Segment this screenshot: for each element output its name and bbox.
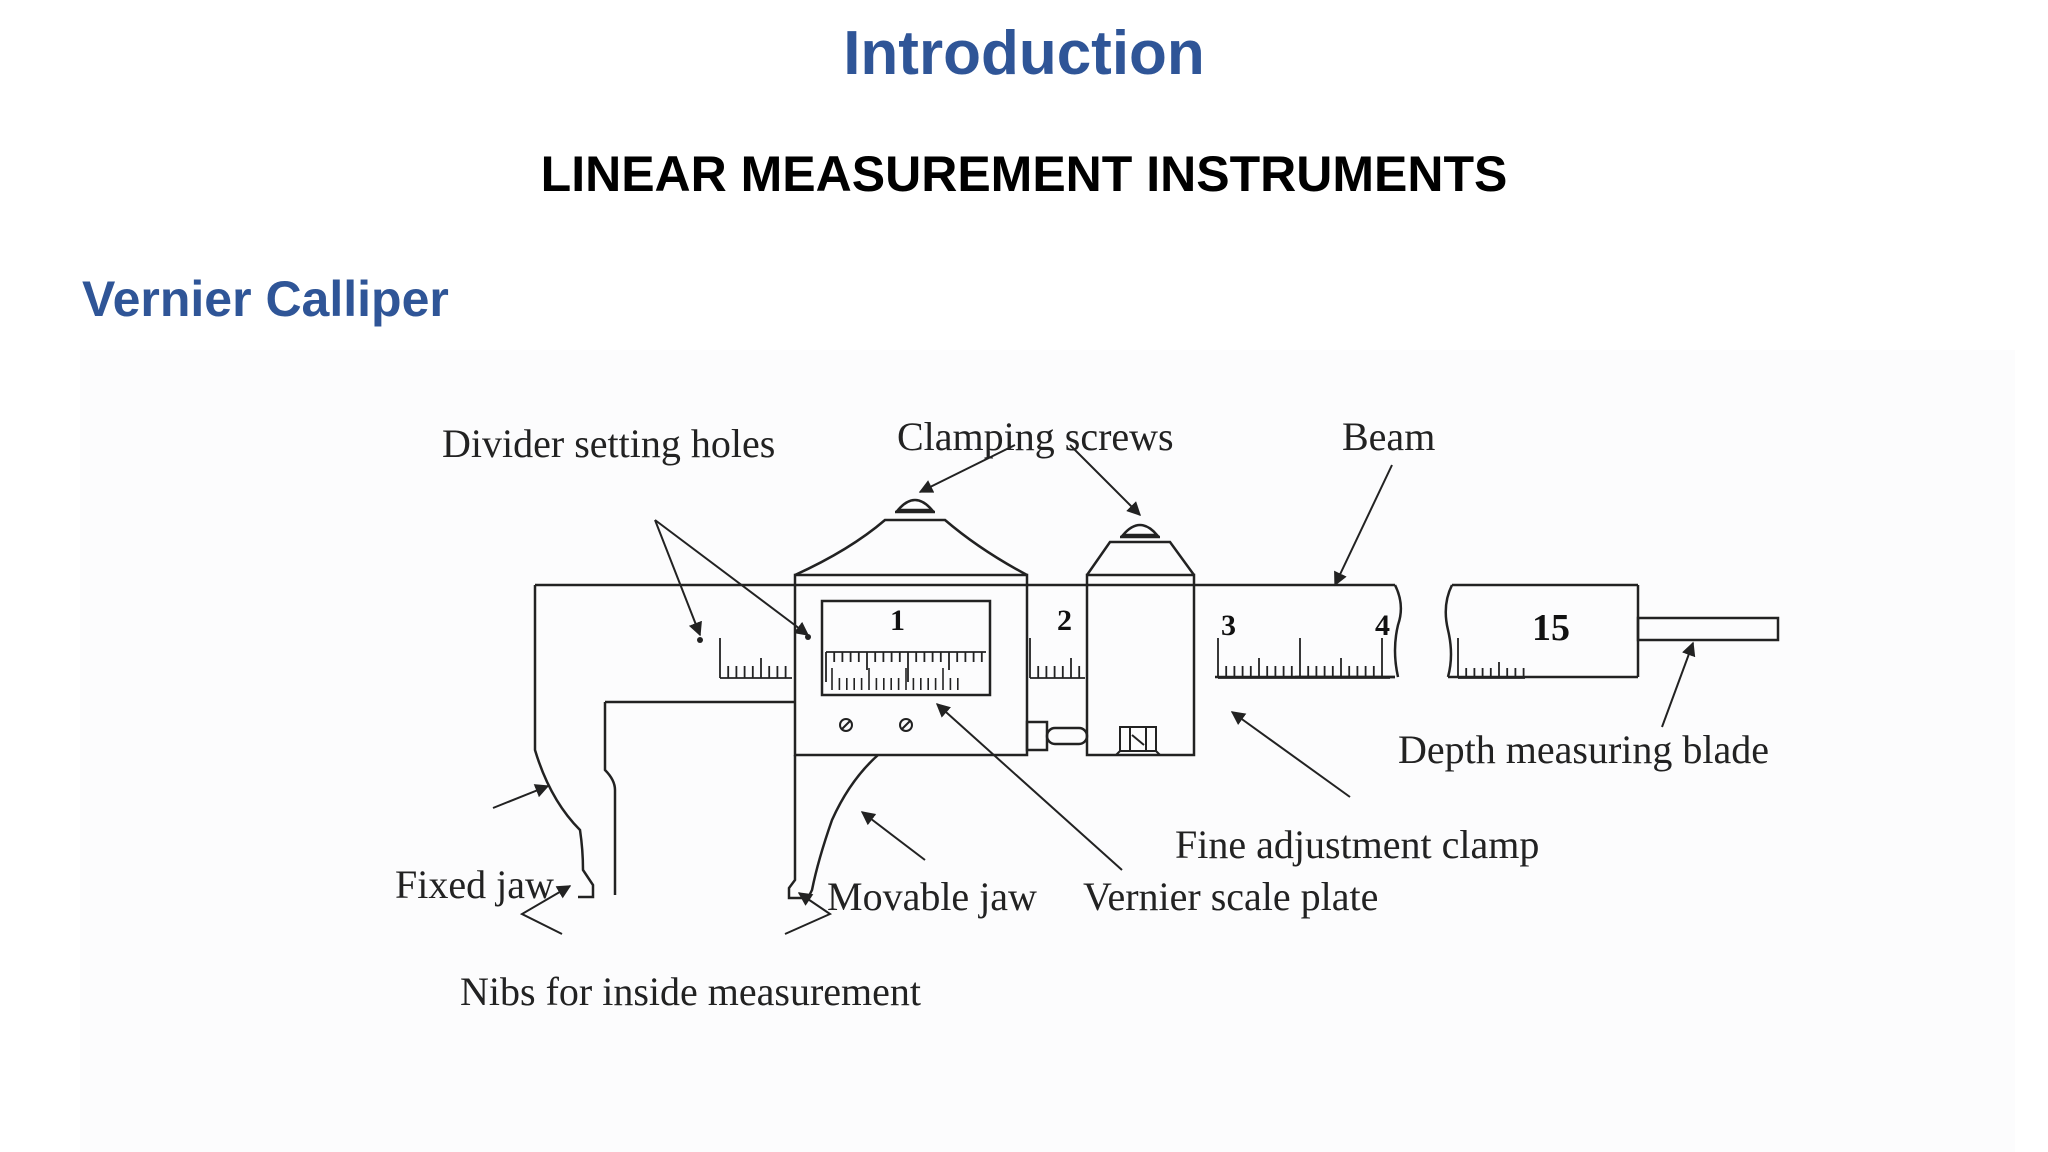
- main-scale-far-right: [1457, 638, 1525, 679]
- label-nibs-for-inside-measurement: Nibs for inside measurement: [460, 969, 921, 1014]
- fixed-jaw-shape: [533, 585, 617, 899]
- slide-subtitle: LINEAR MEASUREMENT INSTRUMENTS: [540, 146, 1508, 202]
- diagram-area: 1 2 3 4 15: [80, 350, 2015, 1152]
- vernier-slider: [787, 498, 1029, 900]
- adjustment-rod: [1025, 720, 1089, 752]
- label-beam: Beam: [1342, 414, 1435, 459]
- label-divider-setting-holes: Divider setting holes: [442, 421, 775, 466]
- scale-number-3: 3: [1221, 609, 1236, 642]
- depth-measuring-blade-shape: [1636, 616, 1780, 642]
- scale-number-1: 1: [890, 604, 905, 637]
- section-heading: Vernier Calliper: [82, 271, 449, 327]
- scale-number-2: 2: [1057, 604, 1072, 637]
- leader-arrows: [492, 444, 1696, 935]
- label-fixed-jaw: Fixed jaw: [395, 862, 554, 907]
- main-scale-middle: [1029, 638, 1085, 679]
- label-vernier-scale-plate: Vernier scale plate: [1083, 874, 1378, 919]
- vernier-scale-ticks: [825, 651, 986, 690]
- vernier-calliper-diagram: 1 2 3 4 15: [395, 414, 1780, 1014]
- label-movable-jaw: Movable jaw: [827, 874, 1037, 919]
- label-clamping-screws: Clamping screws: [897, 414, 1174, 459]
- scale-number-4: 4: [1375, 609, 1390, 642]
- fine-adjustment-clamp-shape: [1085, 523, 1196, 757]
- divider-hole-1: [697, 637, 703, 643]
- slide-title: Introduction: [843, 19, 1205, 88]
- scale-number-15: 15: [1532, 607, 1570, 649]
- main-scale-right: [1217, 638, 1390, 679]
- label-fine-adjustment-clamp: Fine adjustment clamp: [1175, 822, 1539, 867]
- label-depth-measuring-blade: Depth measuring blade: [1398, 727, 1769, 772]
- main-scale-left: [719, 638, 792, 679]
- beam-body: [535, 583, 1640, 704]
